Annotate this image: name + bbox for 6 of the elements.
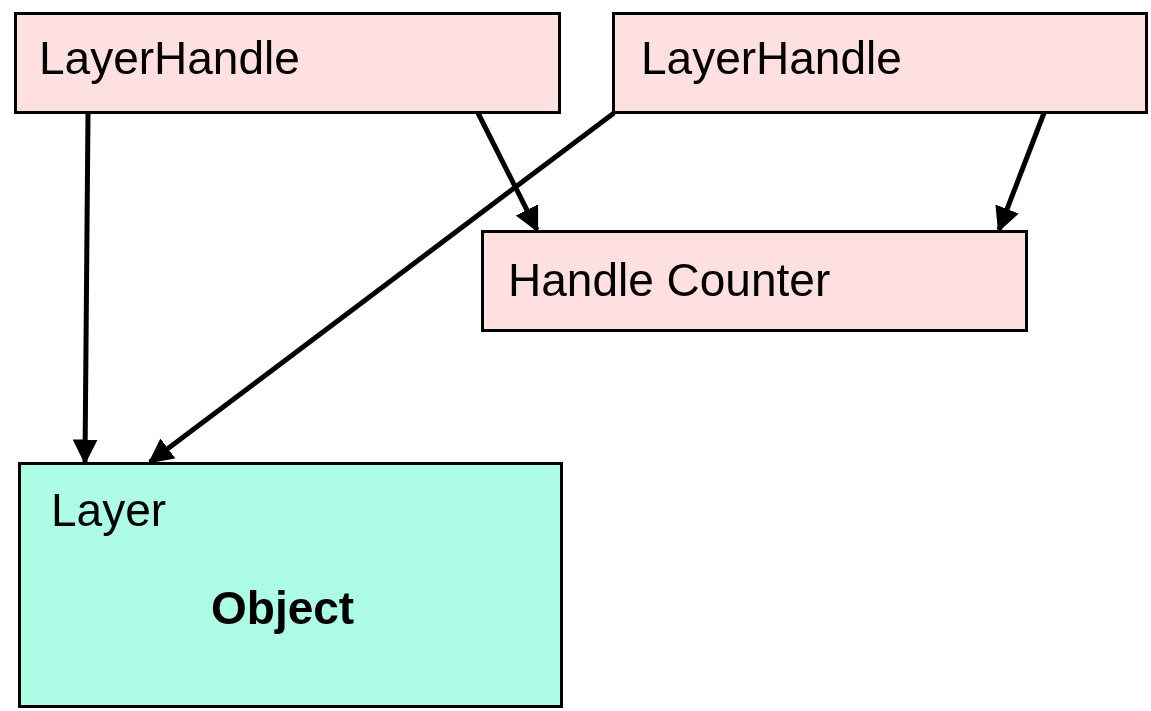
object-box [18, 462, 563, 708]
class-box [481, 230, 1028, 332]
class-box [14, 12, 561, 114]
class-name: Handle Counter [508, 257, 831, 303]
arrow [148, 111, 616, 464]
class-box [612, 12, 1148, 114]
